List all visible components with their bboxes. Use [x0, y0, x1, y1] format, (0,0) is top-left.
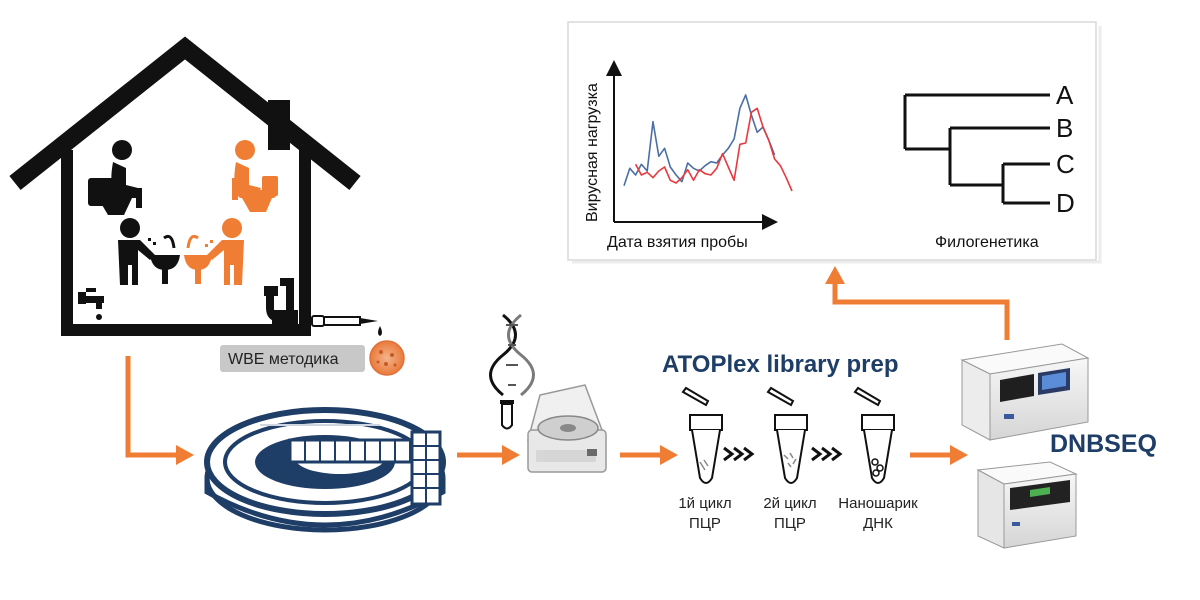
phylogeny-label: Филогенетика [935, 234, 1039, 251]
person-washing-black-icon [118, 218, 180, 285]
tree-leaf-c: C [1056, 149, 1075, 179]
person-washing-orange-icon [184, 218, 244, 285]
chart-x-label: Дата взятия пробы [607, 234, 748, 251]
viral-load-chart: Дата взятия пробы Вирусная нагрузка [584, 60, 793, 251]
pcr-tube-1-icon [681, 386, 723, 484]
tree-leaf-d: D [1056, 188, 1075, 218]
sample-tube-icon [500, 400, 514, 430]
centrifuge-icon [526, 384, 607, 473]
sequencer-bottom-icon [976, 461, 1078, 549]
results-panel [567, 21, 1102, 264]
chevrons-2-icon [811, 446, 843, 462]
arrow-sequencer-to-results [825, 266, 1010, 340]
step-3-label: Наношарик ДНК [838, 495, 918, 532]
person-toilet-black-icon [88, 140, 142, 215]
step-1-line1: 1й цикл [678, 495, 731, 512]
house-icon [9, 36, 361, 336]
step-2-label: 2й цикл ПЦР [763, 495, 816, 532]
arrow-centrifuge-to-prep [620, 445, 678, 465]
virus-icon [369, 340, 405, 376]
wbe-badge-label: WBE методика [228, 351, 339, 368]
chart-series-layer [623, 94, 793, 192]
sequencer-top-icon [960, 343, 1090, 441]
step-3-line1: Наношарик [838, 495, 918, 512]
dna-helix-icon [489, 313, 535, 397]
step-1-line2: ПЦР [689, 515, 721, 532]
arrow-prep-to-sequencer [910, 445, 968, 465]
arrow-plant-to-centrifuge [457, 445, 520, 465]
person-toilet-orange-icon [232, 140, 278, 212]
tree-leaf-b: B [1056, 113, 1073, 143]
tree-branches [903, 93, 1050, 205]
phylogenetic-tree: A B C D Филогенетика [903, 80, 1075, 251]
treatment-plant-icon [204, 407, 446, 533]
step-3-line2: ДНК [863, 515, 893, 532]
step-2-line2: ПЦР [774, 515, 806, 532]
step-2-line1: 2й цикл [763, 495, 816, 512]
chart-series-line-2 [634, 107, 793, 192]
chevrons-1-icon [723, 446, 755, 462]
arrow-house-to-plant [125, 356, 194, 465]
wbe-badge: WBE методика [220, 345, 365, 372]
faucet-icon [78, 288, 104, 320]
atoplex-title: ATOPlex library prep [662, 351, 899, 378]
step-1-label: 1й цикл ПЦР [678, 495, 731, 532]
tree-leaf-a: A [1056, 80, 1074, 110]
dnbseq-label: DNBSEQ [1050, 430, 1157, 458]
dropper-icon [311, 315, 382, 336]
pcr-tube-3-icon [853, 386, 895, 484]
chart-y-label: Вирусная нагрузка [584, 83, 601, 222]
pcr-tube-2-icon [766, 386, 808, 484]
drain-pipe-icon [264, 278, 298, 324]
